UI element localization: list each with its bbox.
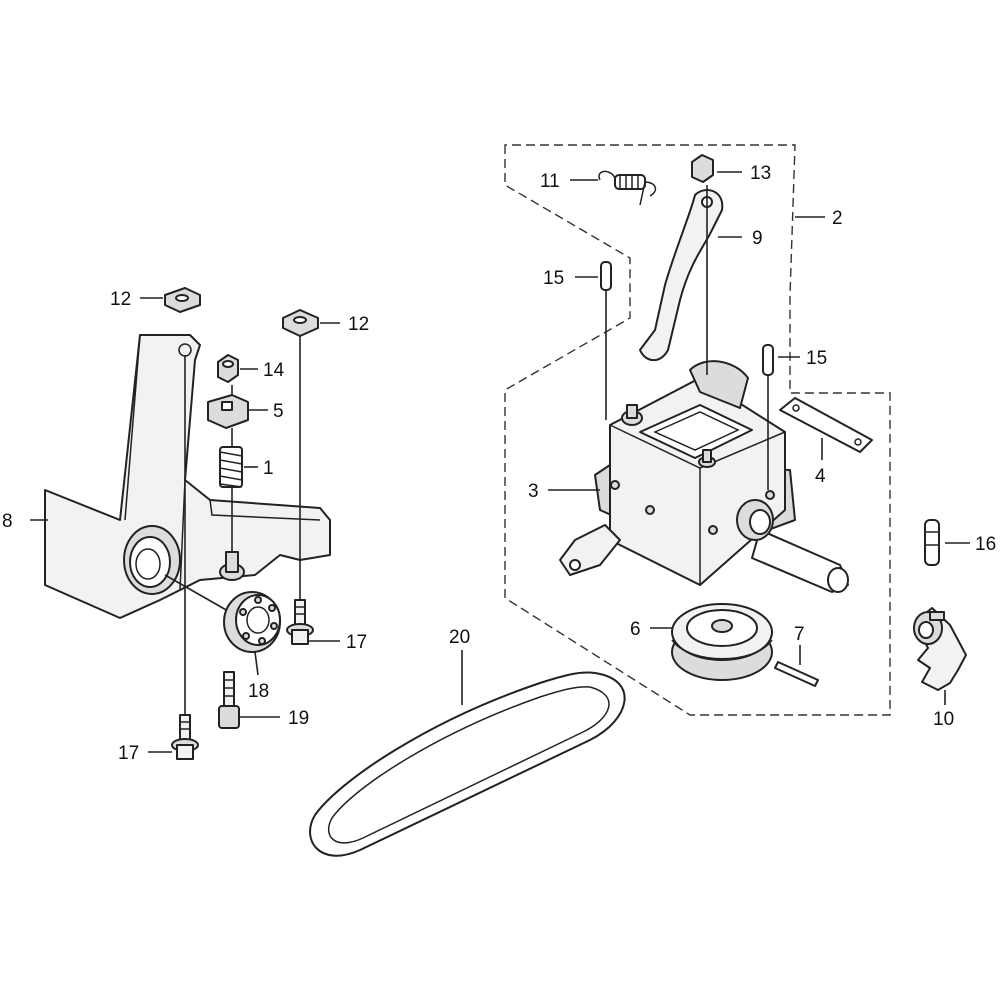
callout-12-left: 12 [110,289,131,310]
callout-2: 2 [832,208,843,229]
flange-bolt-left [171,714,199,760]
callout-7: 7 [794,624,805,645]
v-belt [309,671,626,857]
flange-bolt-right [286,599,314,645]
compression-spring [219,446,243,488]
callout-17-right: 17 [346,632,367,653]
assembly-boundary [504,144,891,716]
gearbox-housing [559,360,849,593]
callout-15-left: 15 [543,268,564,289]
spring-clip [207,394,249,429]
callout-19: 19 [288,708,309,729]
tension-bracket [44,334,331,619]
callout-15-right: 15 [806,348,827,369]
lever-arm [639,189,724,362]
callout-9: 9 [752,228,763,249]
hex-nut [217,354,239,383]
clip-nut-right [282,309,319,337]
callout-4: 4 [815,466,826,487]
callout-14: 14 [263,360,285,381]
callout-3: 3 [528,481,539,502]
callout-12-right: 12 [348,314,369,335]
plate [779,397,873,453]
callout-10: 10 [933,709,954,730]
callout-16: 16 [975,534,996,555]
callout-8: 8 [2,511,13,532]
callout-18: 18 [248,681,269,702]
bearing [223,591,281,653]
clip-nut-left [164,287,201,313]
callout-11: 11 [540,171,560,192]
dowel-pin-right [762,344,774,376]
tension-spring [598,170,657,206]
callout-17-left: 17 [118,743,139,764]
sprocket [913,607,967,691]
flange-bolt-top [691,154,714,183]
pulley [671,603,773,681]
callout-20: 20 [449,627,470,648]
callout-13: 13 [750,163,771,184]
key [774,661,819,687]
roll-pin [924,519,940,566]
callout-6: 6 [630,619,641,640]
socket-bolt [218,671,240,729]
dowel-pin-left [600,261,612,291]
callout-1: 1 [263,458,274,479]
callout-5: 5 [273,401,284,422]
